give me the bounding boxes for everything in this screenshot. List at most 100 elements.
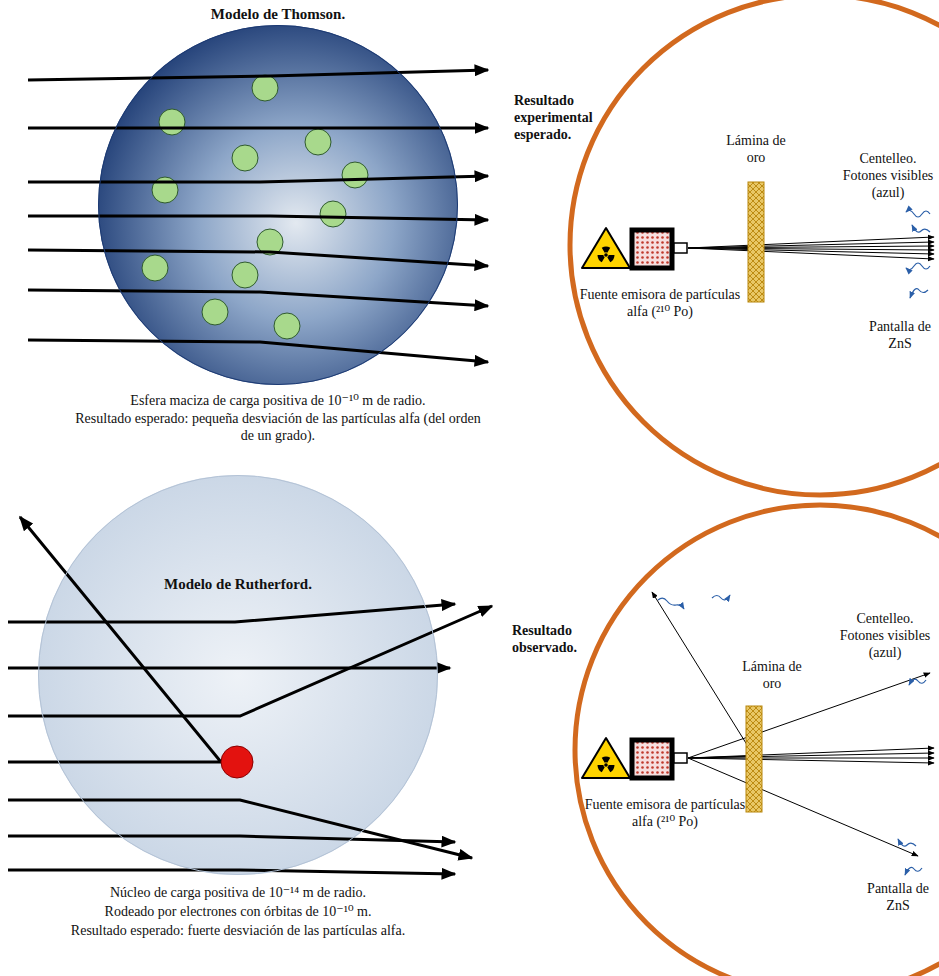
radiation-symbol [598,255,605,262]
electron-dot [142,75,368,339]
rutherford-sphere [38,475,438,875]
alpha-source-box [674,243,687,253]
electron-dot [232,145,258,171]
radiation-symbol [582,228,630,778]
electron-dot [305,129,331,155]
photon [906,210,930,298]
detector-screen [575,505,939,976]
radiation-symbol [582,738,630,778]
sphere-outline [38,475,438,875]
electron-dot [232,262,258,288]
alpha-trajectory [28,250,488,266]
radiation-symbol [582,228,630,268]
alpha-trajectory [8,517,492,874]
caption: Resultado esperado: fuerte desviación de… [5,922,471,939]
radiation-symbol [607,255,614,262]
alpha-trajectory [8,606,492,716]
photon [909,679,926,685]
alpha-trajectory [8,870,455,874]
photon [906,263,930,270]
alpha-beam [688,237,934,248]
alpha-trajectory [28,127,488,130]
sphere-outline [39,476,438,875]
electron-dot [320,201,346,227]
radiation-symbol [607,765,614,772]
electron-dot [252,75,278,101]
alpha-trajectory [28,290,488,306]
alpha-beam [688,673,930,758]
nucleus [221,746,253,778]
electron-dot [274,313,300,339]
gold-foil [746,706,762,812]
alpha-beam [688,237,934,259]
gold-foil [748,182,764,302]
alpha-source-box [632,230,687,268]
electron-dot [342,162,368,188]
photon [898,839,916,846]
alpha-trajectory [28,70,488,80]
detector-screen [575,505,939,976]
part-label: Pantalla de ZnS [864,318,936,352]
photon [910,289,928,298]
radiation-symbol [582,738,630,778]
photon [658,598,684,609]
radiation-symbol [602,247,611,253]
alpha-source-box [632,230,672,268]
atom-model-sphere: Modelo de Rutherford. [38,475,438,875]
part-label: Pantalla de ZnS [862,880,934,914]
sphere-outline [99,26,458,385]
rutherford-sphere [38,475,438,875]
electron-dot [159,109,185,135]
photon [905,867,922,875]
sphere-outline [98,25,458,385]
detector-screen [570,0,939,495]
caption: Esfera maciza de carga positiva de 10⁻¹⁰… [43,392,513,409]
alpha-source-box [674,753,687,763]
model-title: Modelo de Rutherford. [38,575,438,593]
part-label: Fuente emisora de partículas alfa (²¹⁰ P… [579,796,751,830]
alpha-trajectory [8,800,472,858]
electron-dot [202,299,228,325]
alpha-source-box [632,740,672,778]
model-title: Modelo de Thomson. [98,5,458,23]
alpha-trajectory [8,517,221,762]
alpha-trajectory [8,836,455,842]
alpha-trajectory [28,176,488,182]
part-label: Lámina de oro [741,658,803,692]
alpha-beam [688,758,934,763]
nucleus [221,746,253,778]
caption: Resultado esperado: pequeña desviación d… [73,410,483,444]
part-label: Centelleo. Fotones visibles (azul) [841,150,935,201]
gold-foil [746,706,762,812]
caption: Núcleo de carga positiva de 10⁻¹⁴ m de r… [3,884,473,901]
alpha-trajectory [28,70,488,362]
alpha-beam [688,246,934,248]
radiation-symbol [602,757,611,763]
alpha-trajectory [8,604,455,622]
alpha-beam [688,248,934,259]
photon [906,210,930,217]
alpha-beam [688,242,934,248]
part-label: Fuente emisora de partículas alfa (²¹⁰ P… [574,286,746,320]
alpha-trajectory [28,216,488,220]
detector-screen [570,0,939,495]
alpha-trajectory [8,667,450,670]
radiation-symbol [582,228,630,268]
result-heading: Resultado experimental esperado. [514,92,608,143]
part-label: Lámina de oro [725,132,787,166]
gold-foil [748,182,764,302]
radiation-symbol [604,763,608,767]
radiation-symbol [598,247,615,263]
radiation-symbol [598,765,605,772]
radiation-symbol [598,757,615,773]
alpha-beam [652,592,754,758]
part-label: Centelleo. Fotones visibles (azul) [838,610,932,661]
electron-dot [142,255,168,281]
alpha-source-box [632,740,687,778]
atom-model-sphere: Modelo de Thomson. [98,25,458,385]
result-heading: Resultado observado. [512,622,596,656]
caption: Rodeado por electrones con órbitas de 10… [3,903,473,920]
photon [712,595,730,600]
